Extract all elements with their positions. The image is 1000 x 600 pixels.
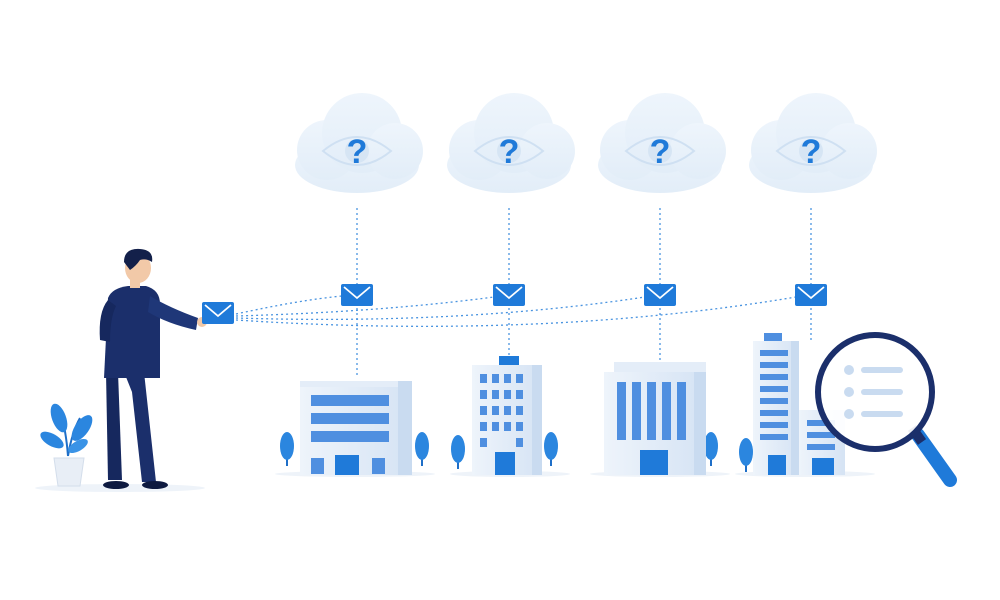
tree-icon [739, 438, 753, 472]
eye-icon [473, 136, 545, 166]
dotted-paths [235, 295, 797, 327]
tree-icon [280, 432, 294, 466]
building-3 [604, 362, 718, 475]
eye-icon [775, 136, 847, 166]
building-icon [472, 356, 542, 475]
envelope-icon [201, 301, 235, 325]
envelope-icon [794, 283, 828, 307]
vertical-connectors [356, 208, 812, 375]
building-1 [280, 381, 429, 475]
building-2 [451, 356, 558, 475]
cloud-3: ? [598, 93, 726, 193]
cloud-1: ? [295, 93, 423, 193]
tree-icon [451, 435, 465, 469]
list-icon [844, 365, 903, 419]
cloud-4: ? [749, 93, 877, 193]
eye-icon [321, 136, 393, 166]
envelope-icon [492, 283, 526, 307]
tree-icon [544, 432, 558, 466]
question-mark-icon: ? [347, 133, 368, 171]
eye-icon [624, 136, 696, 166]
question-mark-icon: ? [499, 133, 520, 171]
building-icon [604, 362, 706, 475]
envelope-icon [643, 283, 677, 307]
tree-icon [704, 432, 718, 466]
magnifying-glass-icon [815, 332, 957, 487]
question-mark-icon: ? [801, 133, 822, 171]
envelope-icon [340, 283, 374, 307]
businessman-figure [99, 248, 207, 489]
potted-plant-icon [40, 403, 93, 487]
question-mark-icon: ? [650, 133, 671, 171]
tree-icon [415, 432, 429, 466]
building-icon [300, 381, 412, 475]
cloud-2: ? [447, 93, 575, 193]
